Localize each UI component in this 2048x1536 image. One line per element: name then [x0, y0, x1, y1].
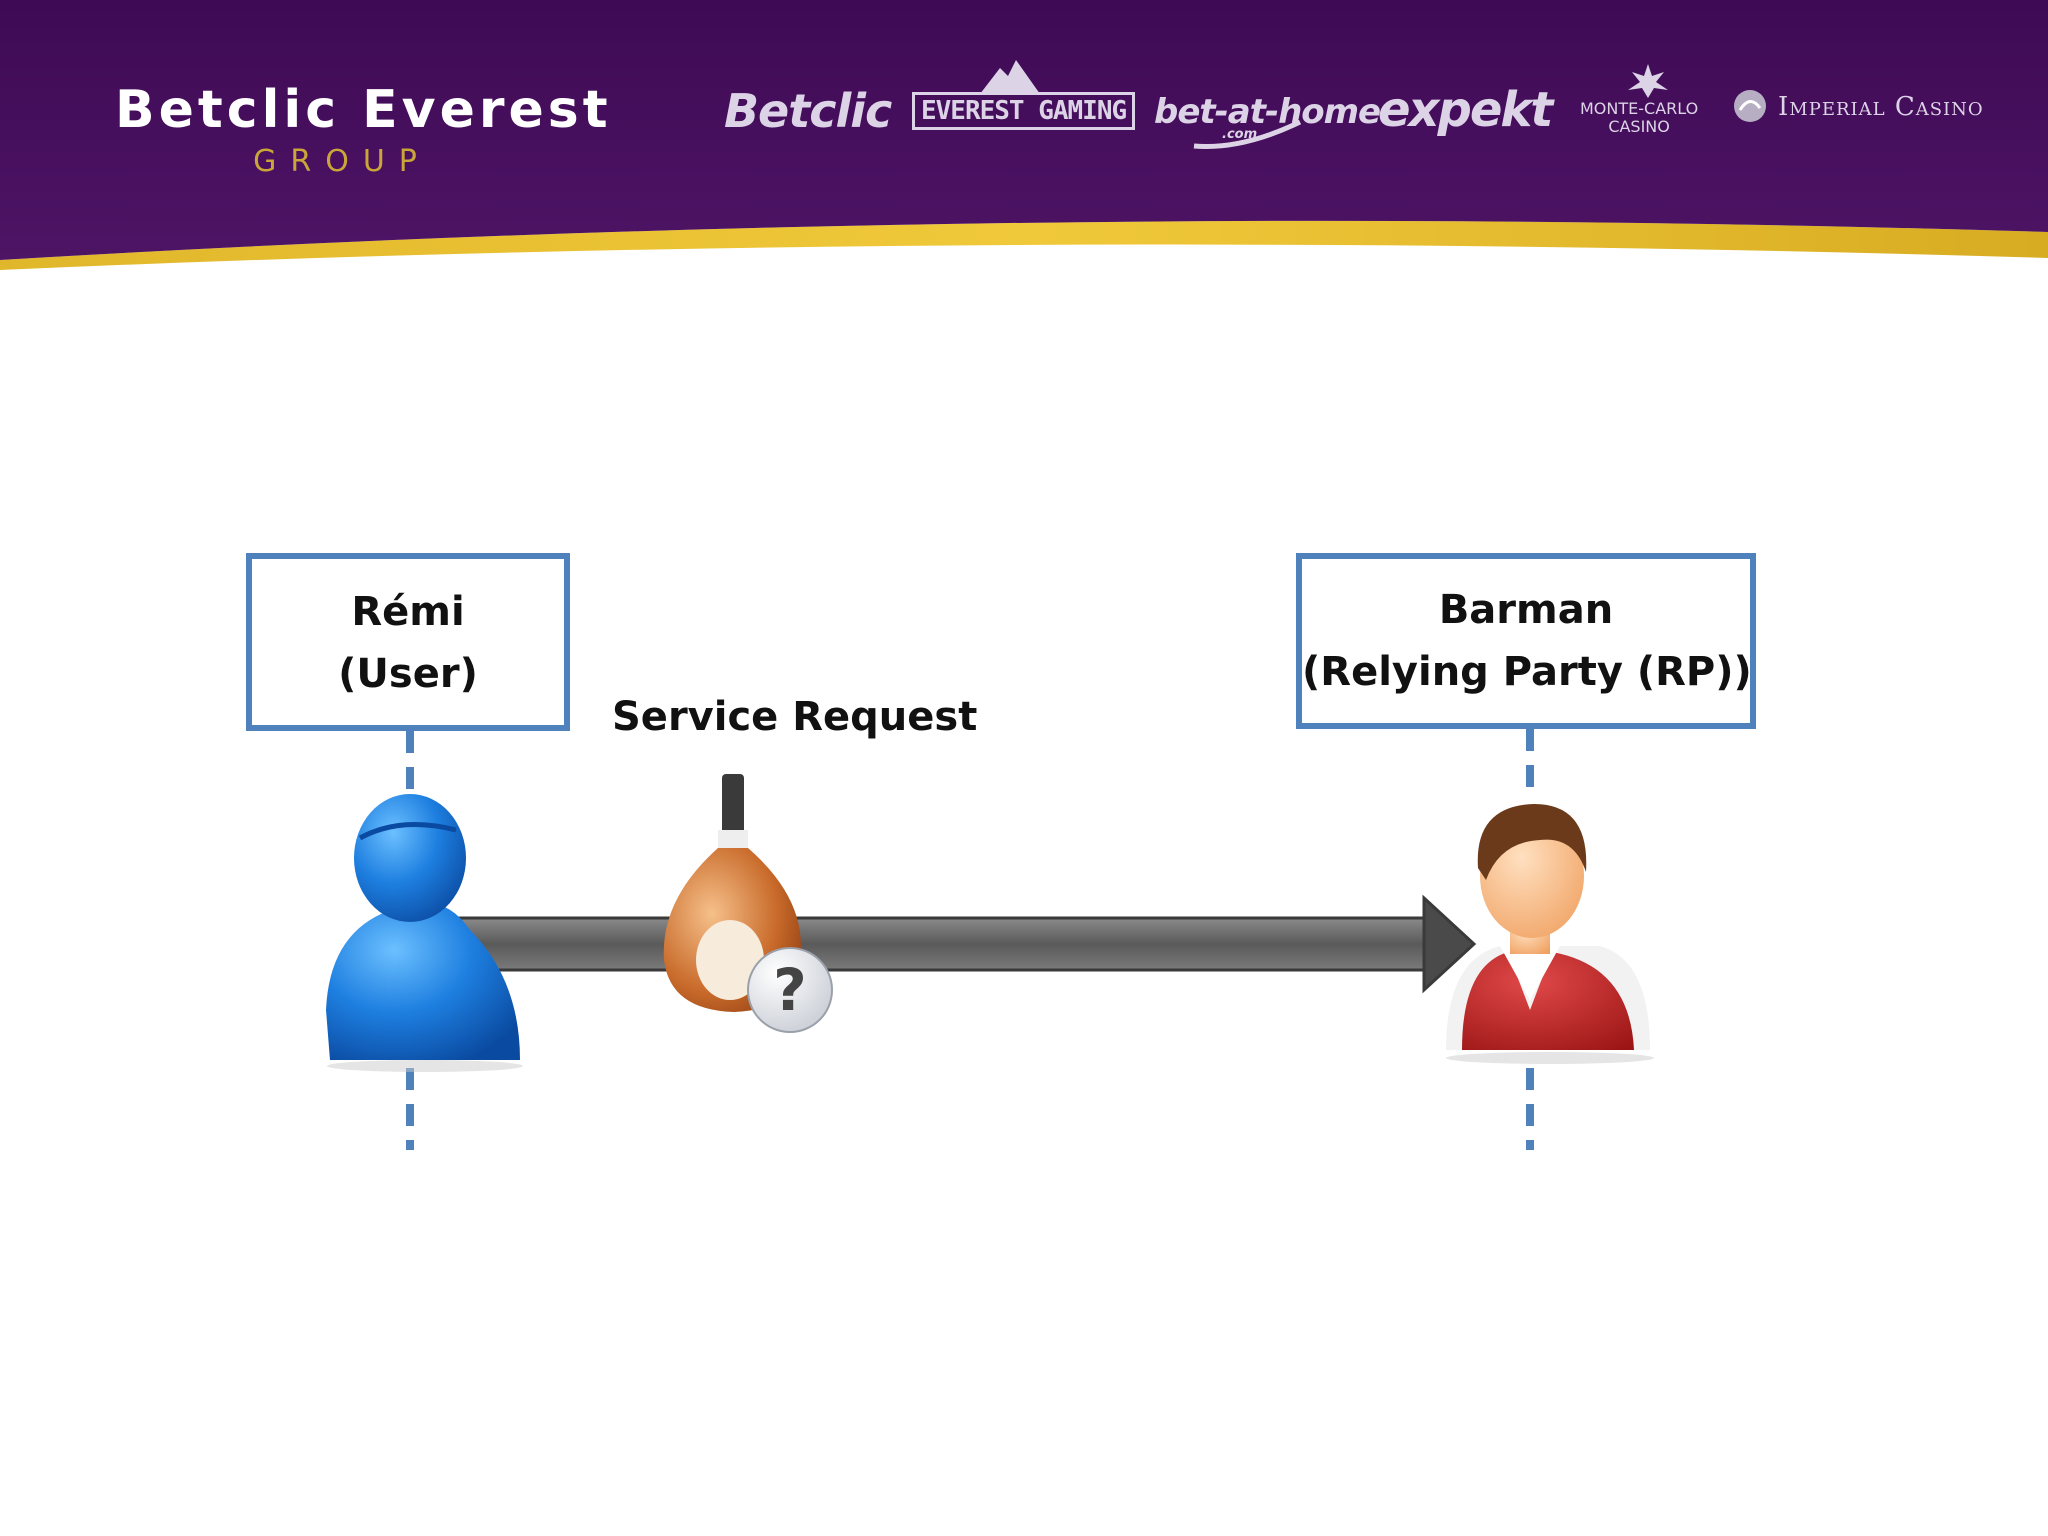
service-request-label: Service Request	[612, 694, 978, 740]
barman-figure-icon	[1446, 804, 1654, 1064]
relying-party-box: Barman (Relying Party (RP))	[1296, 553, 1756, 729]
brand-name: Betclic Everest	[115, 80, 612, 140]
everest-peak-icon	[980, 60, 1040, 94]
header-banner: Betclic Everest GROUP Betclic EVEREST GA…	[0, 0, 2048, 280]
question-mark-icon: ?	[747, 947, 833, 1033]
logo-bet-at-home-com: .com	[1222, 127, 1258, 142]
logo-monte-carlo-line2: CASINO	[1608, 117, 1670, 136]
logo-bet-at-home: bet-at-home	[1154, 92, 1381, 132]
logo-betclic: Betclic	[724, 84, 892, 138]
bet-at-home-swoosh-icon	[1193, 120, 1302, 149]
user-figure-icon	[326, 794, 523, 1072]
svg-text:?: ?	[773, 956, 807, 1024]
user-name: Rémi	[351, 589, 465, 635]
brand-group: GROUP	[253, 144, 431, 179]
rp-name: Barman	[1438, 587, 1614, 633]
brand-logo: Betclic Everest GROUP	[115, 80, 612, 179]
logo-imperial-casino: Imperial Casino	[1778, 92, 1984, 122]
user-role: (User)	[338, 651, 478, 697]
user-box: Rémi (User)	[246, 553, 570, 731]
monte-carlo-star-icon	[1628, 64, 1668, 98]
logo-everest-gaming: EVEREST GAMING	[912, 92, 1136, 130]
logo-monte-carlo-casino: MONTE-CARLO CASINO	[1580, 100, 1698, 136]
logo-expekt: expekt	[1378, 82, 1553, 138]
logo-monte-carlo-line1: MONTE-CARLO	[1580, 99, 1699, 118]
header-band	[0, 0, 2048, 270]
rp-role: (Relying Party (RP))	[1302, 649, 1752, 695]
imperial-casino-icon	[1734, 90, 1766, 122]
service-request-arrow	[438, 894, 1477, 994]
